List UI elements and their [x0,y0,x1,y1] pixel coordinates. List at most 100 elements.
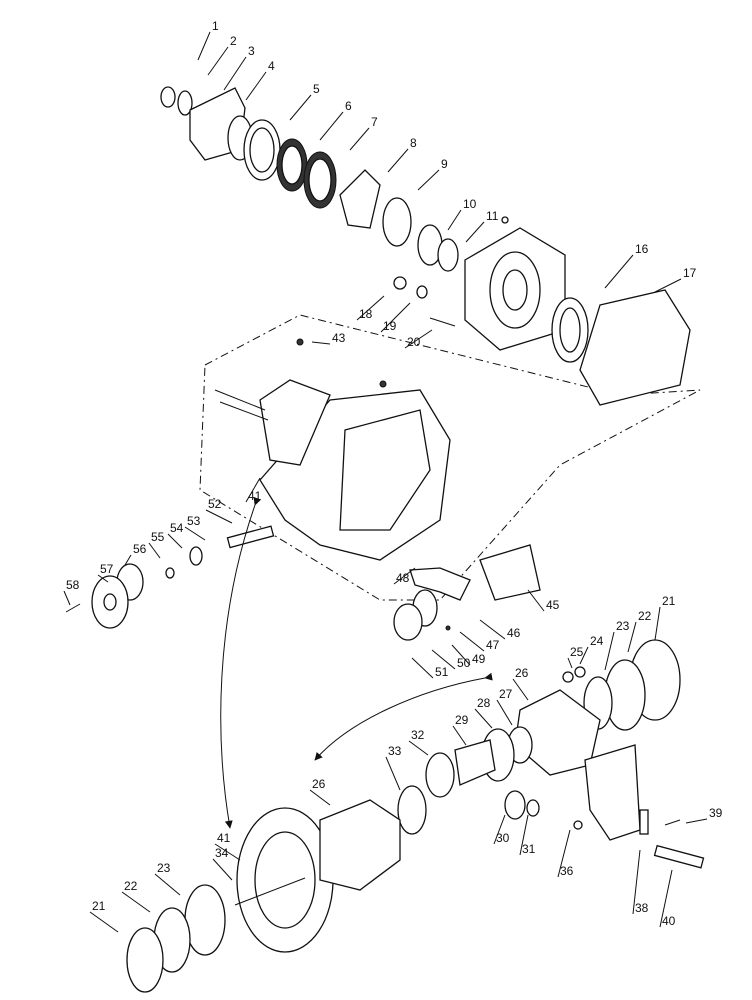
callout-label-c47: 47 [486,638,500,652]
part-26-case-half [319,799,401,891]
callout-label-c20: 20 [407,335,421,349]
ring-gear-group [126,799,401,993]
part-36-dowel [573,820,583,830]
callout-label-c22a: 22 [638,609,652,623]
leader-line-c43 [311,341,331,345]
callout-label-c5: 5 [313,82,320,96]
part-45-collar [479,544,541,601]
callout-label-c41b: 41 [217,831,231,845]
part-24-nut [574,666,586,678]
leader-line-c20 [404,329,433,349]
leader-line-c46 [479,619,506,640]
leader-line-c49 [451,644,471,666]
leader-line-c16 [604,254,634,289]
leader-line-c23a [604,631,615,671]
leader-line-c50 [431,649,456,670]
leader-line-c31 [519,814,529,856]
callout-label-c23a: 23 [616,619,630,633]
callout-label-c46: 46 [507,626,521,640]
part-52-shaft [226,525,275,549]
leader-line-c22b [121,891,151,913]
part-46-fork [409,567,471,601]
callout-label-c22b: 22 [124,879,138,893]
housing-group [65,338,451,629]
callout-label-c58: 58 [66,578,80,592]
callout-label-c26a: 26 [515,666,529,680]
callout-label-c43: 43 [332,331,346,345]
leader-line-c23b [154,873,181,896]
leader-line-c30 [493,814,506,845]
part-53-spring [189,546,203,566]
leader-line-c9 [417,169,440,191]
callout-label-c40: 40 [662,914,676,928]
callout-label-c57: 57 [100,562,114,576]
callout-label-c41a: 41 [248,489,262,503]
part-29-spider [454,739,496,786]
callout-label-c19: 19 [383,319,397,333]
callout-label-c48: 48 [396,571,410,585]
leader-line-c52 [205,509,233,524]
callout-label-c2: 2 [230,34,237,48]
callout-label-c56: 56 [133,542,147,556]
leader-line-c27 [496,699,513,726]
callout-label-c38: 38 [635,901,649,915]
callout-label-c7: 7 [371,115,378,129]
leader-line-c17 [654,278,682,293]
leader-line-c28 [474,708,493,729]
callout-label-c54: 54 [170,521,184,535]
part-32-pinion [425,752,455,798]
leader-line-c29 [452,725,467,746]
callout-label-c23b: 23 [157,861,171,875]
callout-label-c32: 32 [411,728,425,742]
part-31-washer [526,799,540,817]
callout-label-c6: 6 [345,99,352,113]
pinion-gear [259,379,331,466]
leader-line-c33 [385,756,401,791]
callout-label-c24: 24 [590,634,604,648]
leader-line-c55 [148,542,161,559]
callout-label-c16: 16 [635,242,649,256]
part-34-bolt [234,877,306,906]
callout-label-c4: 4 [268,59,275,73]
callout-label-c27: 27 [499,687,513,701]
leader-line-c32 [408,740,429,756]
callout-label-c17: 17 [683,266,697,280]
hub-parts [160,86,691,406]
leader-line-c41a [245,477,261,503]
part-33-gear [397,785,427,835]
part-40-bolt [653,844,705,869]
part-23-bearing [184,884,226,956]
bearing-cap [584,744,641,841]
part-20-bolt [429,317,456,327]
part-38-lock [639,809,649,835]
leader-line-c11 [465,221,485,243]
leader-line-c48 [393,567,416,585]
callout-label-c1: 1 [212,19,219,33]
part-21-cup [126,927,164,993]
callout-label-c18: 18 [359,307,373,321]
callout-label-c36: 36 [560,864,574,878]
part-25-washer [562,671,574,683]
callout-label-c53: 53 [187,514,201,528]
part-18-nut [393,276,407,290]
leader-line-c2 [207,46,229,76]
leader-line-c26a [512,678,529,701]
leader-line-c24 [579,646,589,665]
callout-label-c52: 52 [208,497,222,511]
shift-fork-group [393,544,541,641]
leader-line-c57 [97,574,109,583]
callout-label-c49: 49 [472,652,486,666]
leader-line-c18 [356,295,385,321]
part-30-pinion [504,790,526,820]
part-54-pin [165,567,175,579]
part-39-pin [664,819,681,826]
callout-label-c11: 11 [486,209,499,223]
callout-label-c29: 29 [455,713,469,727]
leader-line-c1 [197,31,211,61]
leader-line-c19 [380,302,411,333]
leader-line-c4 [245,71,267,101]
leader-line-c5 [289,94,312,121]
part-8-bearing [339,169,381,229]
leader-line-c26b [309,789,331,806]
